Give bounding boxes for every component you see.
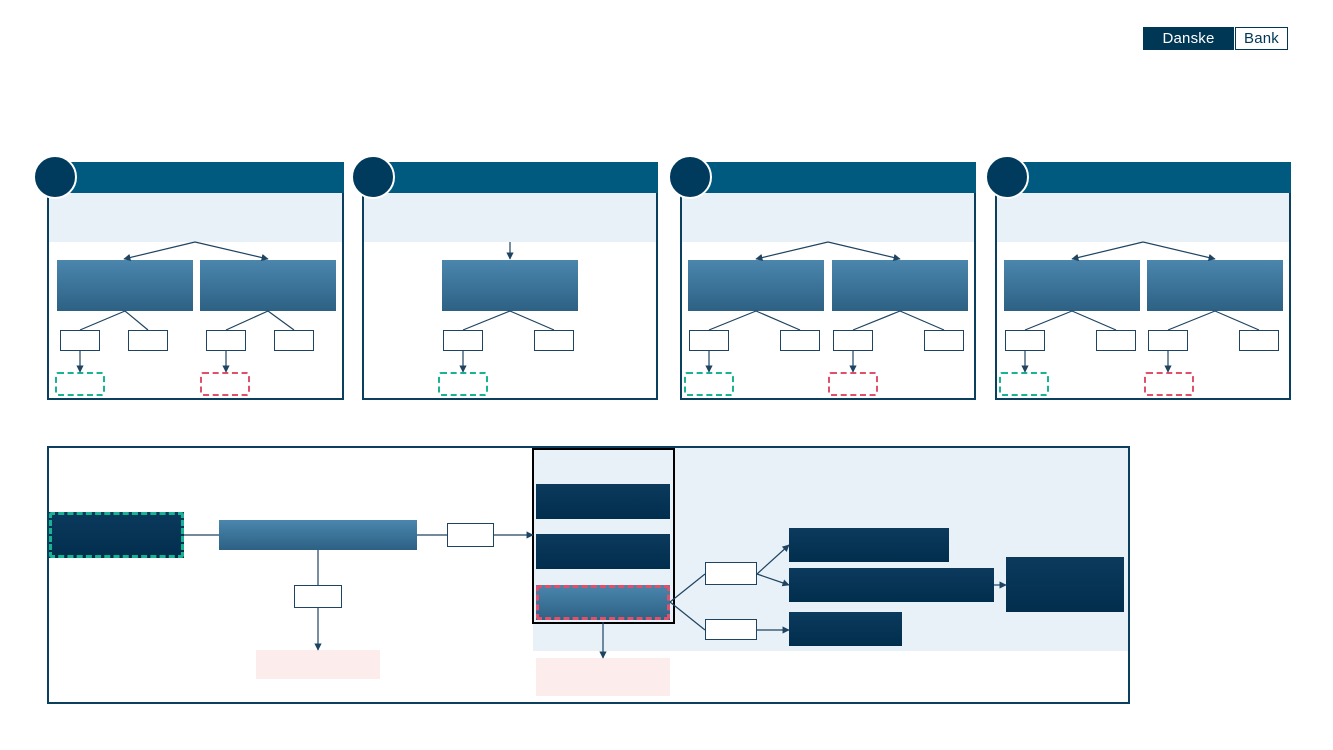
step3-small-box-3 bbox=[833, 330, 873, 351]
step-number-badge-1 bbox=[33, 155, 77, 199]
step3-entity-box-left bbox=[688, 260, 824, 311]
step1-small-box-1 bbox=[60, 330, 100, 351]
flow-connector-box bbox=[447, 523, 494, 547]
step2-highlight-green bbox=[438, 372, 488, 396]
brand-logo-danske: Danske bbox=[1143, 27, 1234, 50]
logo-text-left: Danske bbox=[1162, 30, 1215, 47]
step4-entity-box-left bbox=[1004, 260, 1140, 311]
step-header-3 bbox=[688, 162, 976, 193]
flow-outcome-box bbox=[256, 650, 380, 679]
step3-entity-box-right bbox=[832, 260, 968, 311]
step1-highlight-green bbox=[55, 372, 105, 396]
step3-small-box-1 bbox=[689, 330, 729, 351]
flow-option-box-1 bbox=[536, 484, 670, 519]
step-header-2 bbox=[370, 162, 658, 193]
step3-highlight-red bbox=[828, 372, 878, 396]
step-description-band-4 bbox=[997, 193, 1289, 242]
flow-decision-box-1 bbox=[705, 562, 757, 585]
step-number-badge-2 bbox=[351, 155, 395, 199]
step3-small-box-2 bbox=[780, 330, 820, 351]
step3-small-box-4 bbox=[924, 330, 964, 351]
step1-entity-box-left bbox=[57, 260, 193, 311]
step4-entity-box-right bbox=[1147, 260, 1283, 311]
step1-small-box-3 bbox=[206, 330, 246, 351]
flow-target-box-3 bbox=[789, 612, 902, 646]
flow-target-box-2 bbox=[789, 568, 994, 602]
step4-small-box-1 bbox=[1005, 330, 1045, 351]
flow-option-outcome-box bbox=[536, 658, 670, 696]
flow-main-process-box bbox=[219, 520, 417, 550]
flow-final-box bbox=[1006, 557, 1124, 612]
step4-small-box-2 bbox=[1096, 330, 1136, 351]
step1-small-box-2 bbox=[128, 330, 168, 351]
step-header-4 bbox=[1003, 162, 1291, 193]
step1-highlight-red bbox=[200, 372, 250, 396]
step2-entity-box bbox=[442, 260, 578, 311]
step2-small-box-2 bbox=[534, 330, 574, 351]
flow-source-box bbox=[49, 512, 184, 558]
step3-highlight-green bbox=[684, 372, 734, 396]
step-description-band-2 bbox=[364, 193, 656, 242]
step4-small-box-4 bbox=[1239, 330, 1279, 351]
brand-logo-bank: Bank bbox=[1235, 27, 1288, 50]
step-header-1 bbox=[55, 162, 344, 193]
logo-text-right: Bank bbox=[1244, 30, 1279, 47]
flow-target-box-1 bbox=[789, 528, 949, 562]
flow-option-box-3 bbox=[536, 585, 670, 620]
flow-source-highlight-green bbox=[49, 512, 184, 558]
step1-entity-box-right bbox=[200, 260, 336, 311]
flow-option-highlight-red bbox=[536, 585, 670, 620]
step4-small-box-3 bbox=[1148, 330, 1188, 351]
flow-decision-box-2 bbox=[705, 619, 757, 640]
flow-option-box-2 bbox=[536, 534, 670, 569]
step-description-band-1 bbox=[49, 193, 342, 242]
step-number-badge-4 bbox=[985, 155, 1029, 199]
step1-small-box-4 bbox=[274, 330, 314, 351]
flow-branch-box bbox=[294, 585, 342, 608]
step-number-badge-3 bbox=[668, 155, 712, 199]
step4-highlight-green bbox=[999, 372, 1049, 396]
step4-highlight-red bbox=[1144, 372, 1194, 396]
step2-small-box-1 bbox=[443, 330, 483, 351]
step-description-band-3 bbox=[682, 193, 974, 242]
